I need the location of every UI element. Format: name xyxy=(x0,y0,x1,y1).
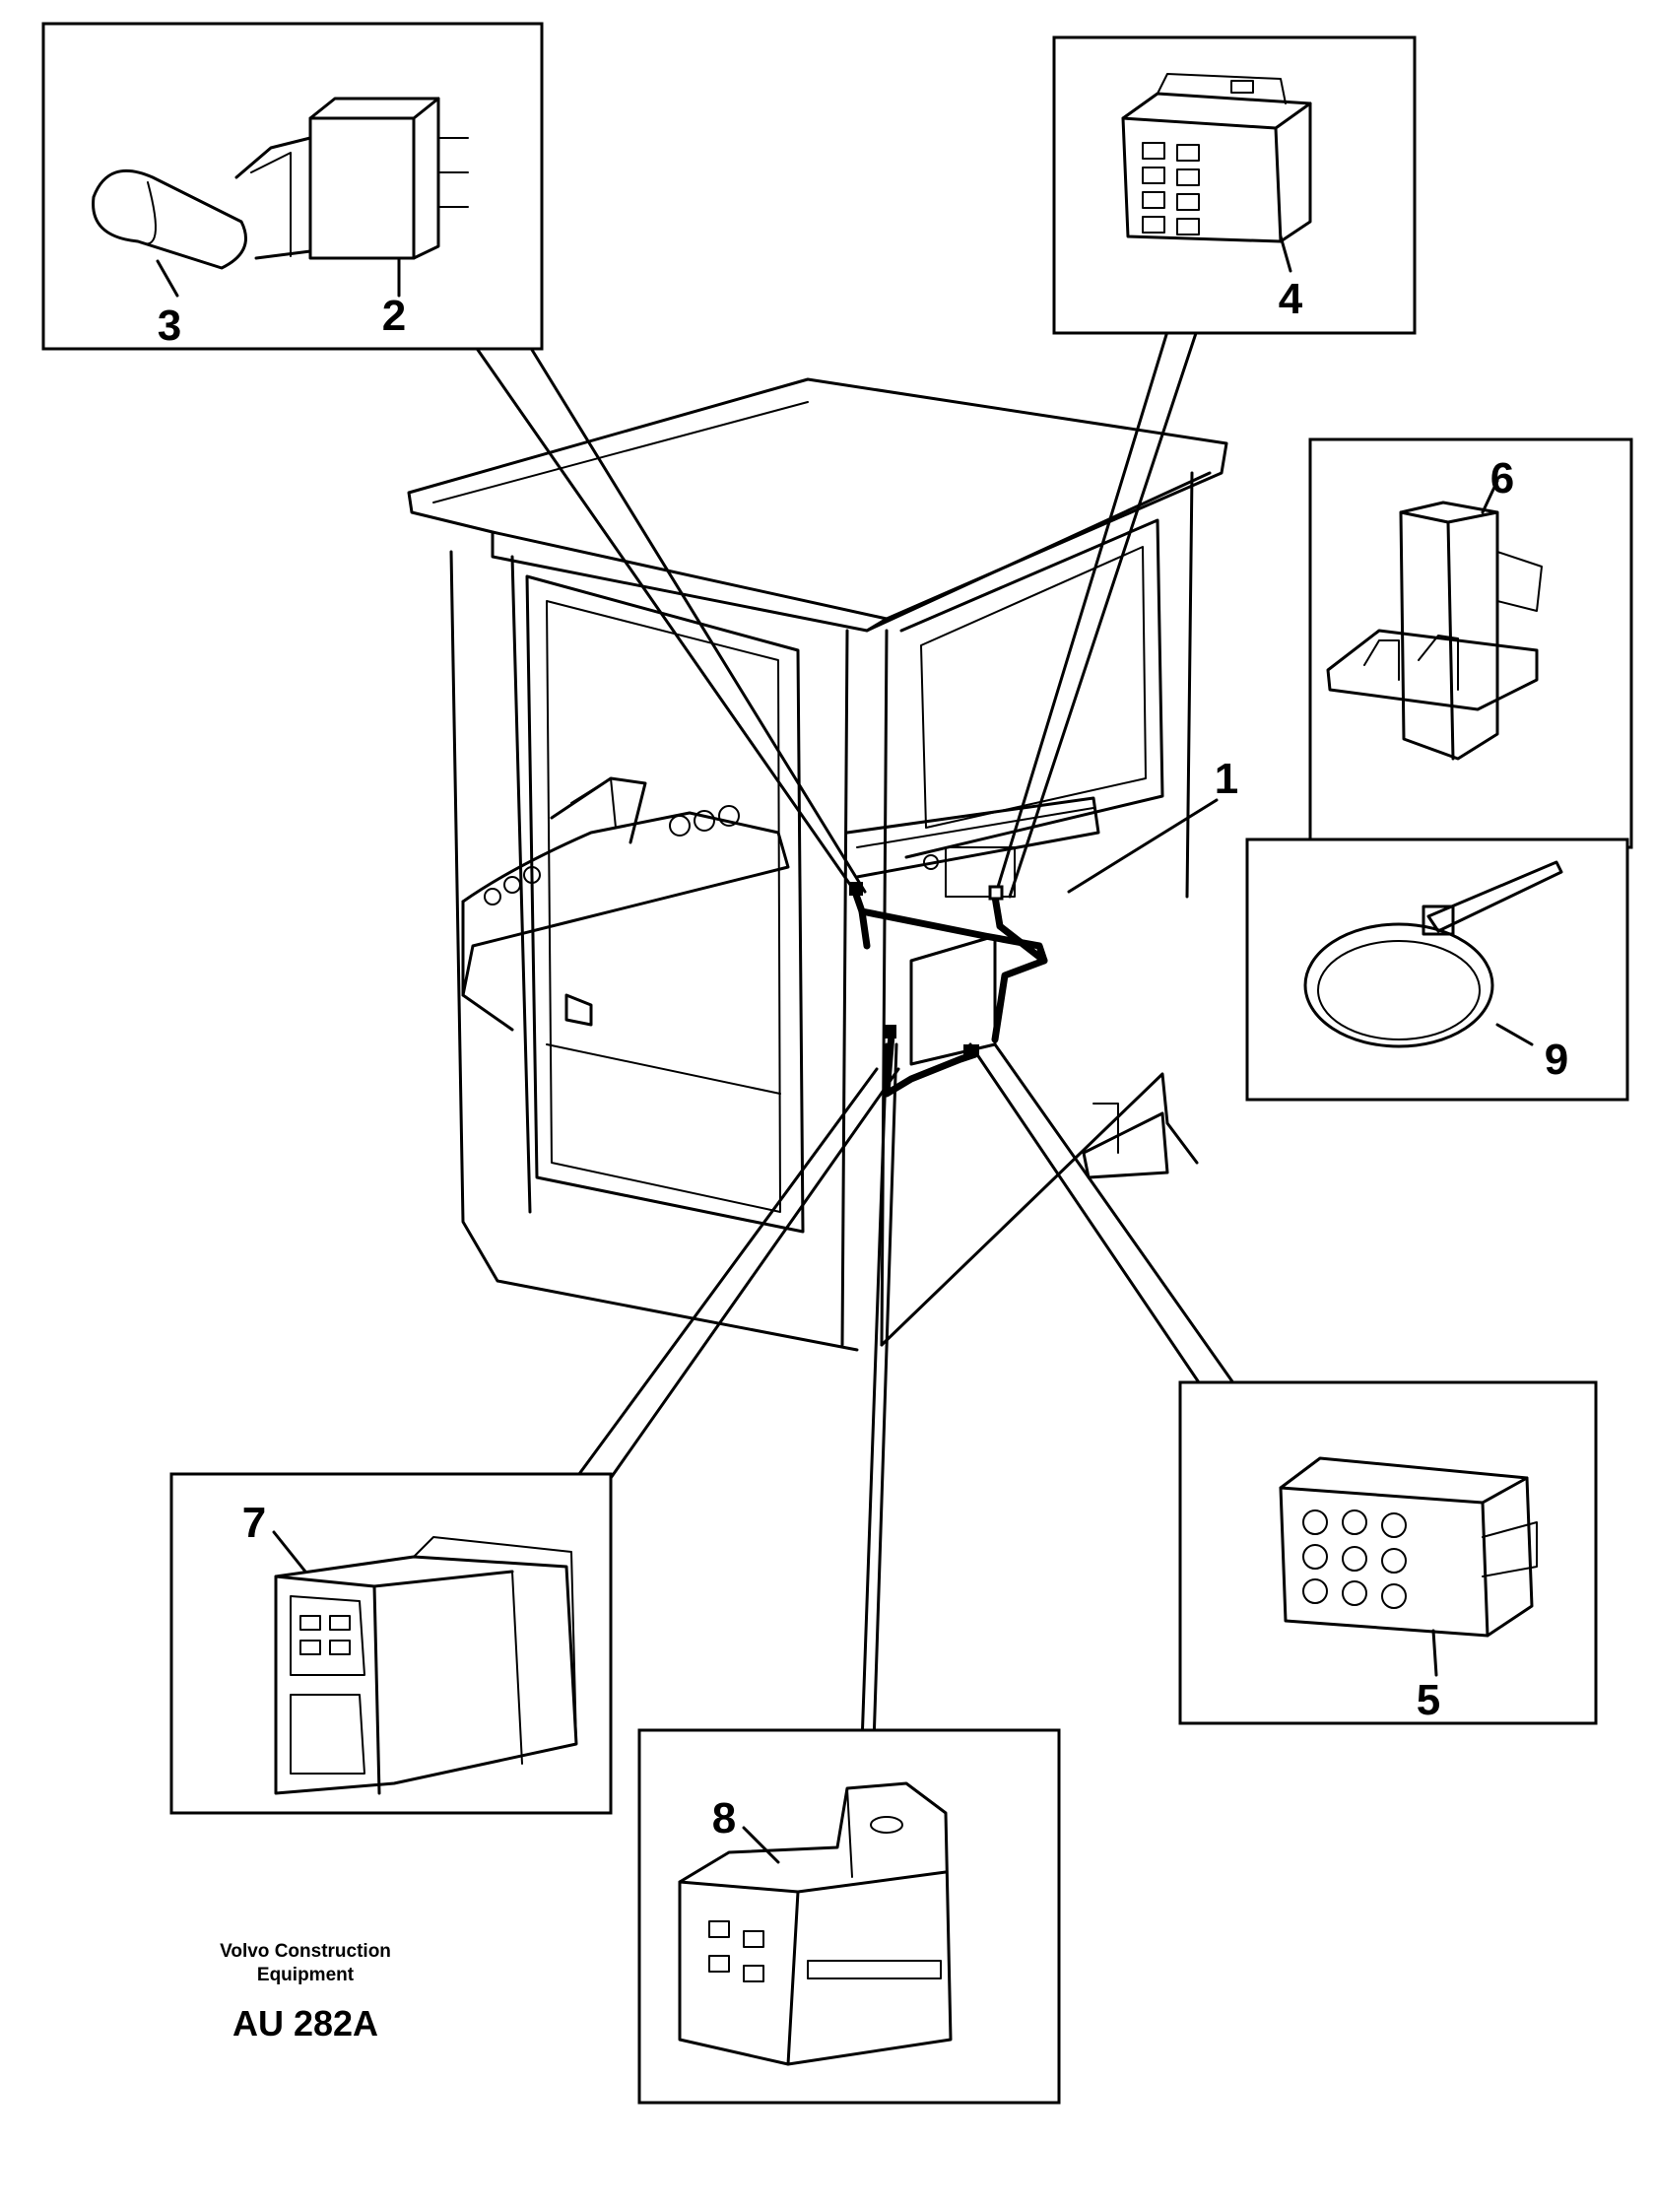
dashboard xyxy=(461,776,1100,1066)
caption-company-line1: Volvo Construction xyxy=(220,1941,391,1962)
box-connector-5-frame xyxy=(1178,1380,1598,1725)
box-connector-4: 4 xyxy=(1052,35,1417,335)
box-connector-8-frame xyxy=(637,1728,1061,2105)
callout-2: 2 xyxy=(382,292,406,340)
callout-4: 4 xyxy=(1279,275,1303,323)
box-connector-8: 8 xyxy=(637,1728,1061,2105)
pin-grid-5 xyxy=(1302,1509,1407,1609)
callout-6: 6 xyxy=(1490,454,1514,503)
box-connector-7-frame xyxy=(169,1472,613,1815)
box-cable-tie-frame xyxy=(1245,838,1629,1102)
callout-7: 7 xyxy=(242,1499,266,1547)
box-connector-5: 5 xyxy=(1178,1380,1598,1725)
cab-body xyxy=(407,377,1228,1352)
callout-9: 9 xyxy=(1545,1036,1568,1084)
box-connector-7: 7 xyxy=(169,1472,613,1815)
caption-figure-code: AU 282A xyxy=(232,2003,378,2044)
callout-3: 3 xyxy=(158,302,181,350)
callout-5: 5 xyxy=(1417,1676,1440,1724)
wire-harness xyxy=(849,882,1048,1098)
caption-company-line2: Equipment xyxy=(257,1965,355,1985)
leader-lines xyxy=(469,313,1243,1746)
box-cable-tie: 9 1 xyxy=(1215,755,1629,1102)
box-switch-frame xyxy=(41,22,544,351)
callout-1: 1 xyxy=(1215,755,1238,803)
pin-grid-4 xyxy=(1142,142,1200,235)
caption: Volvo Construction Equipment AU 282A xyxy=(220,1941,391,2044)
box-connector-4-frame xyxy=(1052,35,1417,335)
box-switch: 3 2 xyxy=(41,22,544,351)
callout-8: 8 xyxy=(712,1794,736,1843)
box-connector-6: 6 xyxy=(1308,437,1633,849)
